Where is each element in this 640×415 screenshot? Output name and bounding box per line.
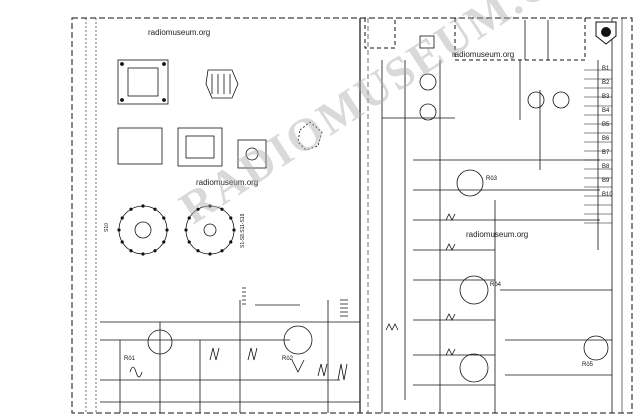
switch-contact (162, 216, 166, 220)
wafer-contacts (117, 204, 236, 256)
coil-former-component (117, 59, 169, 105)
switch-contact (129, 207, 133, 211)
switch-contact (187, 240, 191, 244)
switch-contact (184, 228, 188, 232)
switch-contact (165, 228, 169, 232)
switch-contact (120, 216, 124, 220)
frame (71, 17, 633, 414)
watermark-url-2: radiomuseum.org (452, 50, 515, 59)
manufacturer-logo (595, 21, 617, 45)
connector-label: B10 (602, 192, 613, 198)
wafer-switch-left (118, 205, 168, 255)
switch-contact (141, 204, 145, 208)
switch-contact (220, 249, 224, 253)
switch-contact (153, 249, 157, 253)
switch-contact (208, 204, 212, 208)
tube-label-5: Rö5 (582, 362, 594, 368)
connector-label: B1 (602, 66, 610, 72)
watermark-url-3: radiomuseum.org (196, 178, 259, 187)
lower-left-circuit (100, 287, 360, 413)
potentiometer-component (237, 121, 323, 169)
connector-label: B2 (602, 80, 610, 86)
wafer-switch-label: S1-S8.S11-S19 (240, 213, 246, 248)
connector-label: B5 (602, 122, 610, 128)
switch-contact (129, 249, 133, 253)
switch-contact (153, 207, 157, 211)
switch-contact (187, 216, 191, 220)
right-circuit (381, 20, 612, 413)
switch-bank-label: S10 (104, 223, 110, 232)
watermark-url-1: radiomuseum.org (148, 28, 211, 37)
connector-label: B6 (602, 136, 610, 142)
switch-contact (229, 240, 233, 244)
switch-contact (229, 216, 233, 220)
switch-contact (120, 240, 124, 244)
connector-label: B4 (602, 108, 610, 114)
tube-label-1: Rö1 (124, 356, 136, 362)
clip-component (205, 69, 239, 99)
switch-contact (141, 252, 145, 256)
connector-label: B3 (602, 94, 610, 100)
switch-contact (117, 228, 121, 232)
switch-contact (208, 252, 212, 256)
switch-contact (196, 249, 200, 253)
switch-contact (162, 240, 166, 244)
tube-label-4: Rö4 (490, 282, 502, 288)
switch-contact (220, 207, 224, 211)
switch-contact (196, 207, 200, 211)
switch-contact (232, 228, 236, 232)
watermark-url-4: radiomuseum.org (466, 230, 529, 239)
connector-label: B9 (602, 178, 610, 184)
connector-strip (584, 69, 612, 224)
connector-label: B7 (602, 150, 610, 156)
transformer-pins-component (117, 127, 223, 167)
connector-label: B8 (602, 164, 610, 170)
tube-label-2: Rö2 (282, 356, 294, 362)
tube-label-3: Rö3 (486, 176, 498, 182)
